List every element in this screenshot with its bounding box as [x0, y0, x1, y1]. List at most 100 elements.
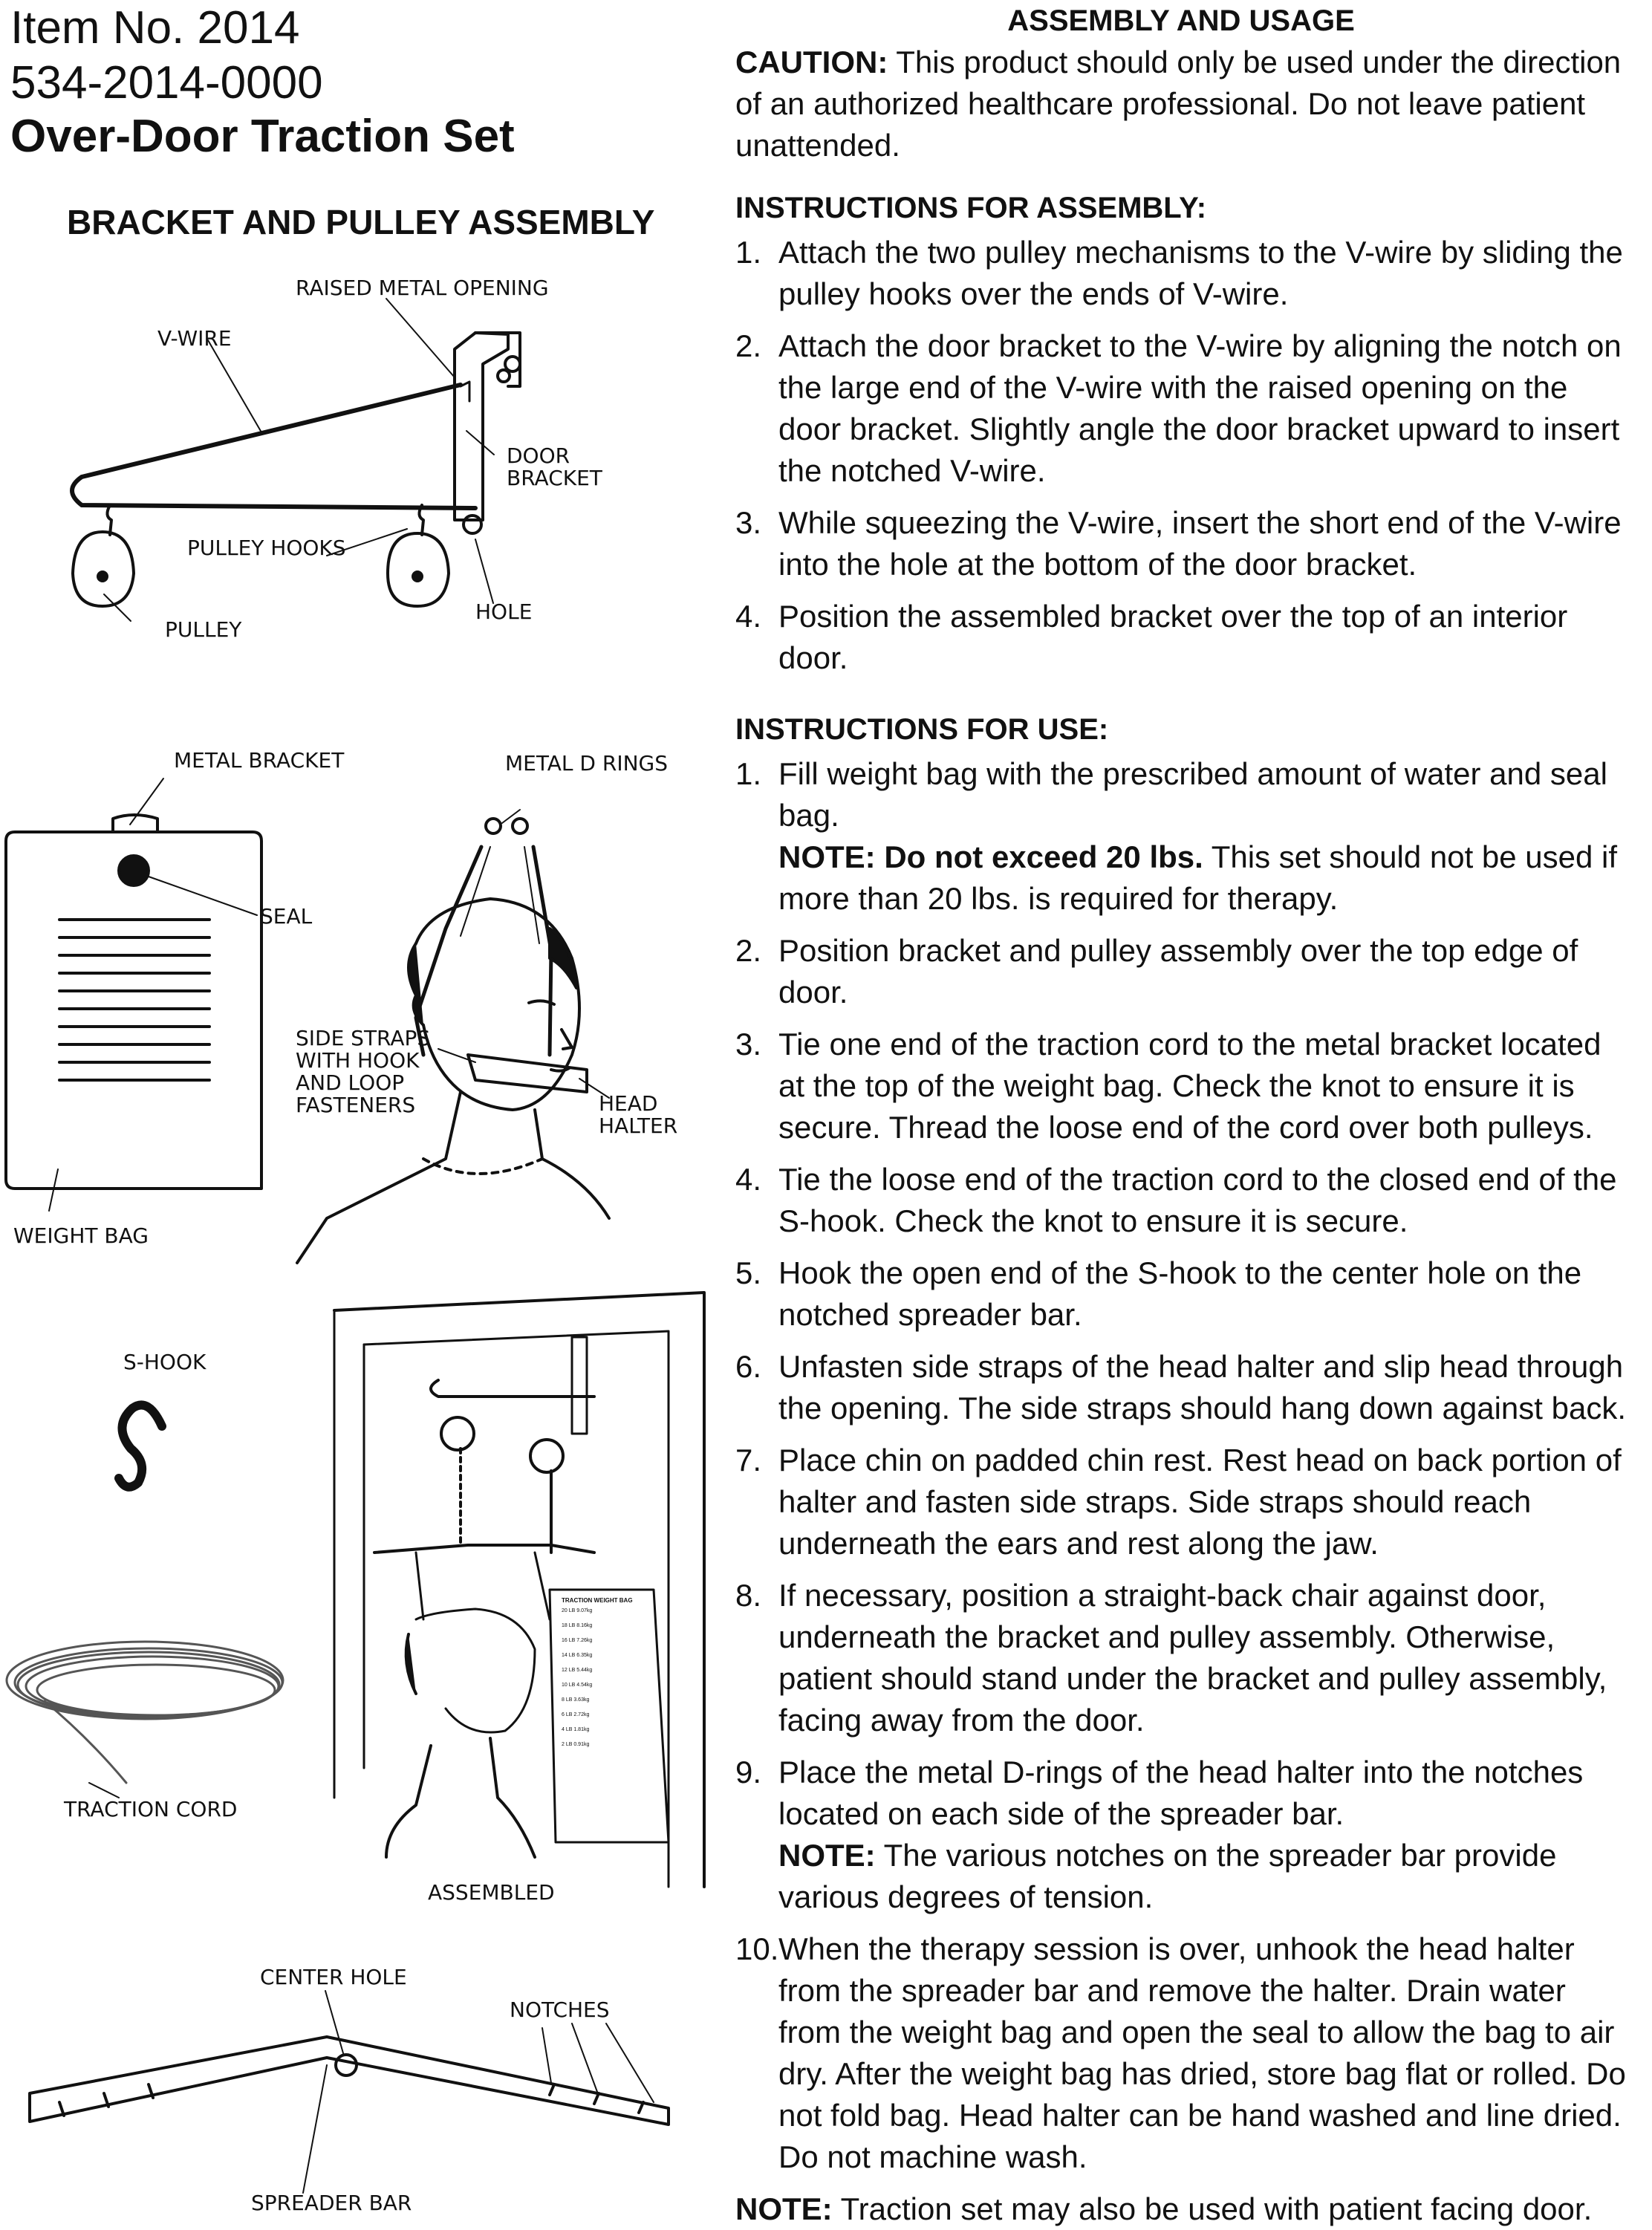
- bag-chart-row: 20 LB 9.07kg: [562, 1608, 593, 1613]
- bag-chart: TRACTION WEIGHT BAG 20 LB 9.07kg 18 LB 8…: [562, 1597, 666, 1752]
- bag-chart-title: TRACTION WEIGHT BAG: [562, 1597, 633, 1604]
- step-number: 6.: [735, 1349, 762, 1384]
- label-door-bracket-2: BRACKET: [507, 466, 602, 490]
- list-item: 2. Attach the door bracket to the V-wire …: [735, 325, 1627, 492]
- label-v-wire: V-WIRE: [157, 326, 232, 351]
- halter-leader-lines: [438, 809, 610, 1099]
- bag-chart-row: 2 LB 0.91kg: [562, 1742, 590, 1747]
- step-text: When the therapy session is over, unhook…: [778, 1931, 1626, 2174]
- bracket-leader-lines: [103, 298, 495, 622]
- step-text: Tie one end of the traction cord to the …: [778, 1027, 1601, 1145]
- list-item: 8. If necessary, position a straight-back…: [735, 1575, 1627, 1741]
- item-number: Item No. 2014: [10, 2, 300, 53]
- step-text: Tie the loose end of the traction cord t…: [778, 1162, 1617, 1238]
- bracket-assembly-title: BRACKET AND PULLEY ASSEMBLY: [67, 203, 655, 241]
- step-number: 2.: [735, 328, 762, 363]
- step-text: Place chin on padded chin rest. Rest hea…: [778, 1443, 1622, 1561]
- bracket-pulley-diagram: [70, 331, 521, 608]
- step-text: If necessary, position a straight-back c…: [778, 1578, 1607, 1737]
- label-head-halter-1: HEAD: [599, 1091, 658, 1116]
- label-notches: NOTCHES: [510, 1997, 610, 2022]
- label-side-straps-2: WITH HOOK: [296, 1048, 420, 1073]
- s-hook-drawing: [114, 1400, 166, 1492]
- list-item: 5. Hook the open end of the S-hook to the…: [735, 1252, 1627, 1336]
- list-item: 1. Fill weight bag with the prescribed a…: [735, 753, 1627, 920]
- caution-label: CAUTION:: [735, 45, 888, 79]
- list-item: 3. Tie one end of the traction cord to th…: [735, 1024, 1627, 1148]
- list-item: 7. Place chin on padded chin rest. Rest h…: [735, 1440, 1627, 1564]
- list-item: 2.Position bracket and pulley assembly o…: [735, 930, 1627, 1013]
- traction-cord-drawing: [5, 1640, 284, 1784]
- label-door-bracket-1: DOOR: [507, 443, 570, 468]
- bag-chart-row: 4 LB 1.81kg: [562, 1727, 590, 1732]
- step-text: Fill weight bag with the prescribed amou…: [778, 756, 1607, 833]
- bag-chart-row: 8 LB 3.63kg: [562, 1697, 590, 1703]
- list-item: 3. While squeezing the V-wire, insert the…: [735, 502, 1627, 585]
- assembly-heading: INSTRUCTIONS FOR ASSEMBLY:: [735, 192, 1207, 224]
- label-side-straps-3: AND LOOP: [296, 1070, 405, 1095]
- step-number: 3.: [735, 505, 762, 540]
- step-text: While squeezing the V-wire, insert the s…: [778, 505, 1622, 582]
- label-metal-bracket: METAL BRACKET: [174, 748, 345, 773]
- list-item: 10.When the therapy session is over, unh…: [735, 1928, 1627, 2178]
- use-heading: INSTRUCTIONS FOR USE:: [735, 713, 1109, 746]
- step-number: 3.: [735, 1027, 762, 1062]
- tension-note-label: NOTE:: [778, 1838, 876, 1873]
- step-text: Attach the door bracket to the V-wire by…: [778, 328, 1622, 488]
- head-halter-drawing: [296, 817, 611, 1264]
- list-item: 4. Position the assembled bracket over th…: [735, 596, 1627, 679]
- step-number: 10.: [735, 1931, 779, 1966]
- bag-chart-row: 6 LB 2.72kg: [562, 1712, 590, 1717]
- final-note-label: NOTE:: [735, 2191, 833, 2226]
- label-s-hook: S-HOOK: [123, 1350, 206, 1374]
- step-text: Unfasten side straps of the head halter …: [778, 1349, 1627, 1426]
- weight-limit-note: NOTE: Do not exceed 20 lbs.: [778, 839, 1203, 874]
- bag-chart-row: 12 LB 5.44kg: [562, 1668, 593, 1673]
- step-text: Position bracket and pulley assembly ove…: [778, 933, 1578, 1010]
- step-number: 8.: [735, 1578, 762, 1613]
- label-raised-metal-opening: RAISED METAL OPENING: [296, 276, 549, 300]
- bag-chart-row: 10 LB 4.54kg: [562, 1683, 593, 1688]
- step-number: 4.: [735, 599, 762, 634]
- step-number: 1.: [735, 235, 762, 270]
- use-steps: 1. Fill weight bag with the prescribed a…: [735, 753, 1627, 2178]
- bag-leader-lines: [48, 778, 258, 1212]
- list-item: 1. Attach the two pulley mechanisms to th…: [735, 232, 1627, 315]
- label-side-straps-1: SIDE STRAPS: [296, 1026, 431, 1050]
- label-pulley-hooks: PULLEY HOOKS: [187, 536, 346, 560]
- assembled-drawing: [333, 1291, 706, 1888]
- step-number: 4.: [735, 1162, 762, 1197]
- weight-bag-drawing: [4, 813, 263, 1190]
- spreader-bar-drawing: [28, 2035, 670, 2126]
- label-pulley: PULLEY: [165, 617, 242, 642]
- final-note: NOTE: Traction set may also be used with…: [735, 2188, 1627, 2230]
- label-traction-cord: TRACTION CORD: [64, 1797, 238, 1821]
- instructions-column: ASSEMBLY AND USAGE CAUTION: This product…: [735, 0, 1627, 2230]
- step-note-text: This set should not be used if more than…: [778, 839, 1618, 916]
- step-note-text: The various notches on the spreader bar …: [778, 1838, 1557, 1914]
- label-spreader-bar: SPREADER BAR: [251, 2191, 412, 2215]
- step-text: Hook the open end of the S-hook to the c…: [778, 1255, 1582, 1332]
- spreader-leader-lines: [302, 1990, 654, 2194]
- label-metal-d-rings: METAL D RINGS: [505, 751, 669, 776]
- label-side-straps-4: FASTENERS: [296, 1093, 416, 1117]
- label-center-hole: CENTER HOLE: [260, 1965, 407, 1989]
- part-number: 534-2014-0000: [10, 57, 323, 108]
- label-seal: SEAL: [260, 904, 313, 929]
- step-text: Position the assembled bracket over the …: [778, 599, 1568, 675]
- bag-chart-row: 16 LB 7.26kg: [562, 1638, 593, 1643]
- list-item: 4. Tie the loose end of the traction cord…: [735, 1159, 1627, 1242]
- step-number: 1.: [735, 756, 762, 791]
- step-text: Attach the two pulley mechanisms to the …: [778, 235, 1623, 311]
- label-head-halter-2: HALTER: [599, 1114, 678, 1138]
- step-number: 7.: [735, 1443, 762, 1478]
- step-number: 5.: [735, 1255, 762, 1290]
- label-weight-bag: WEIGHT BAG: [13, 1223, 149, 1248]
- label-assembled: ASSEMBLED: [428, 1880, 555, 1905]
- list-item: 6. Unfasten side straps of the head halte…: [735, 1346, 1627, 1429]
- assembly-steps: 1. Attach the two pulley mechanisms to th…: [735, 232, 1627, 679]
- step-number: 9.: [735, 1755, 762, 1789]
- final-note-text: Traction set may also be used with patie…: [832, 2191, 1593, 2226]
- list-item: 9. Place the metal D-rings of the head h…: [735, 1752, 1627, 1918]
- label-hole: HOLE: [475, 599, 533, 624]
